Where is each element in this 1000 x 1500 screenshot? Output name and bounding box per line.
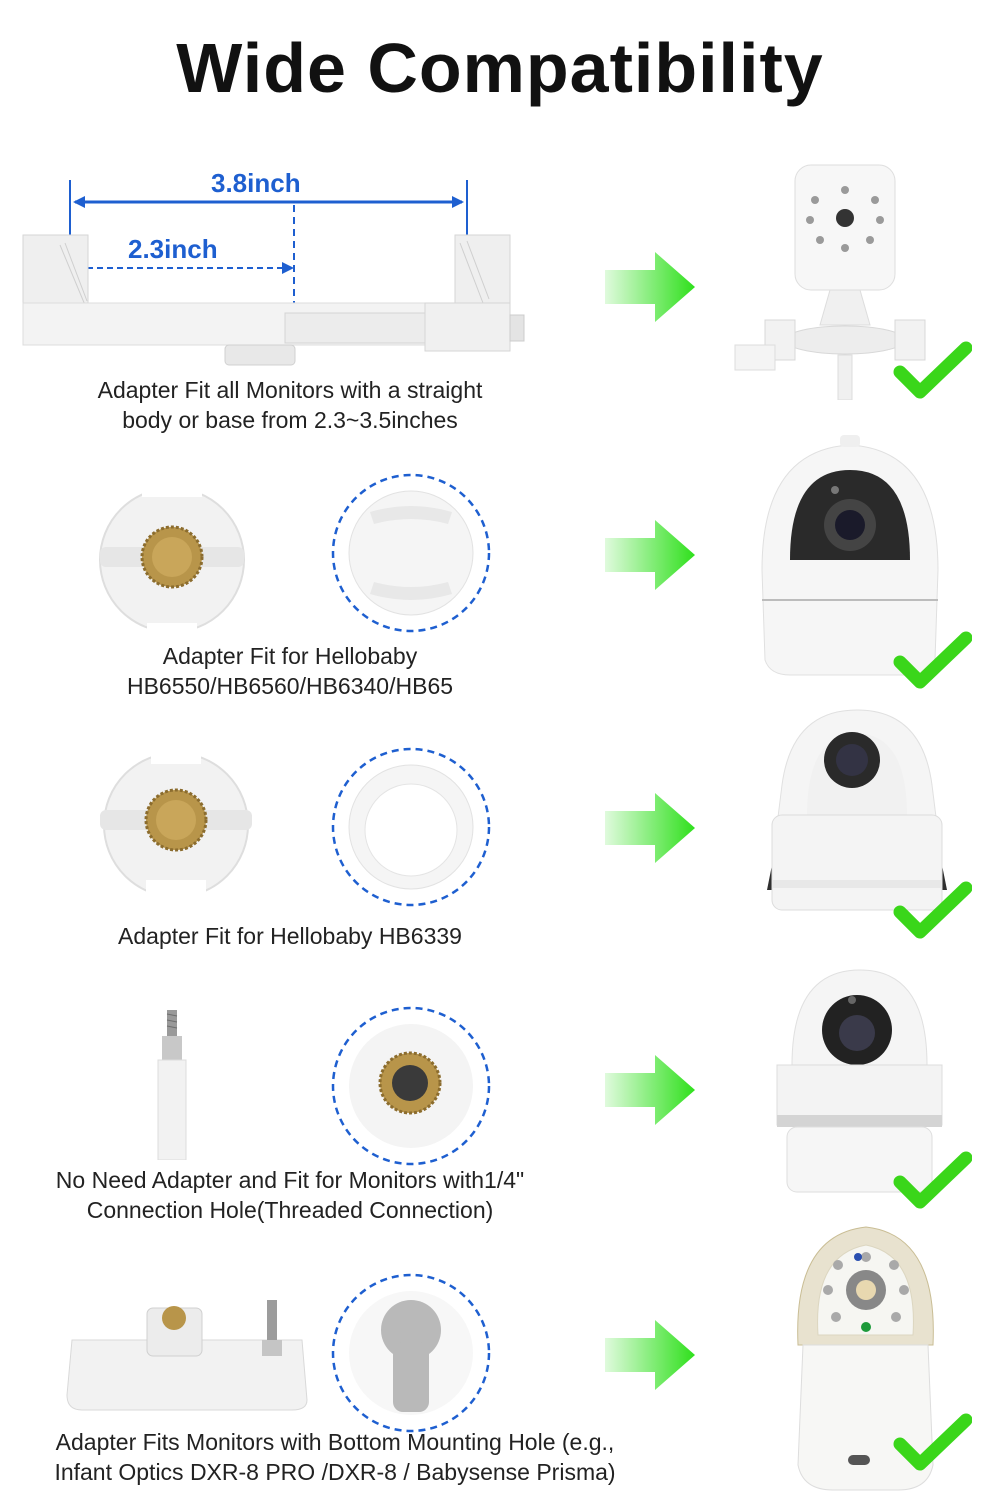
- green-check-icon: [893, 1151, 972, 1209]
- green-arrow-icon: [605, 252, 695, 322]
- row5-caption: Adapter Fits Monitors with Bottom Mounti…: [54, 1429, 616, 1485]
- threaded-rod-image: [157, 1010, 187, 1160]
- row1-caption: Adapter Fit all Monitors with a straight…: [97, 377, 483, 433]
- green-arrow-icon: [605, 1055, 695, 1125]
- green-arrow-icon: [605, 520, 695, 590]
- camera-monitor-4-image: [776, 969, 943, 1193]
- clamp-adapter-image: [22, 180, 525, 366]
- row3-caption: Adapter Fit for Hellobaby HB6339: [118, 923, 462, 949]
- threaded-hole-dashed-image: [331, 1006, 491, 1166]
- row4-caption: No Need Adapter and Fit for Monitors wit…: [55, 1167, 525, 1223]
- green-check-icon: [893, 631, 972, 689]
- keyhole-dashed-image: [331, 1273, 491, 1433]
- outer-width-label: 3.8inch: [211, 168, 301, 198]
- hellobaby-adapter-image: [99, 485, 245, 635]
- camera-monitor-1-image: [734, 164, 926, 400]
- page-title: Wide Compatibility: [176, 29, 824, 107]
- camera-monitor-2-image: [761, 435, 939, 676]
- green-check-icon: [893, 1413, 972, 1471]
- hellobaby-base-dashed-image: [331, 473, 491, 633]
- hb6339-adapter-image: [100, 750, 252, 900]
- hb6339-base-dashed-image: [331, 747, 491, 907]
- green-check-icon: [893, 881, 972, 939]
- green-arrow-icon: [605, 793, 695, 863]
- green-arrow-icon: [605, 1320, 695, 1390]
- camera-monitor-5-image: [797, 1226, 934, 1491]
- row2-caption: Adapter Fit for Hellobaby HB6550/HB6560/…: [126, 643, 454, 699]
- camera-monitor-3-image: [767, 709, 947, 911]
- mounting-plate-image: [66, 1300, 308, 1411]
- inner-width-label: 2.3inch: [128, 234, 218, 264]
- green-check-icon: [893, 341, 972, 399]
